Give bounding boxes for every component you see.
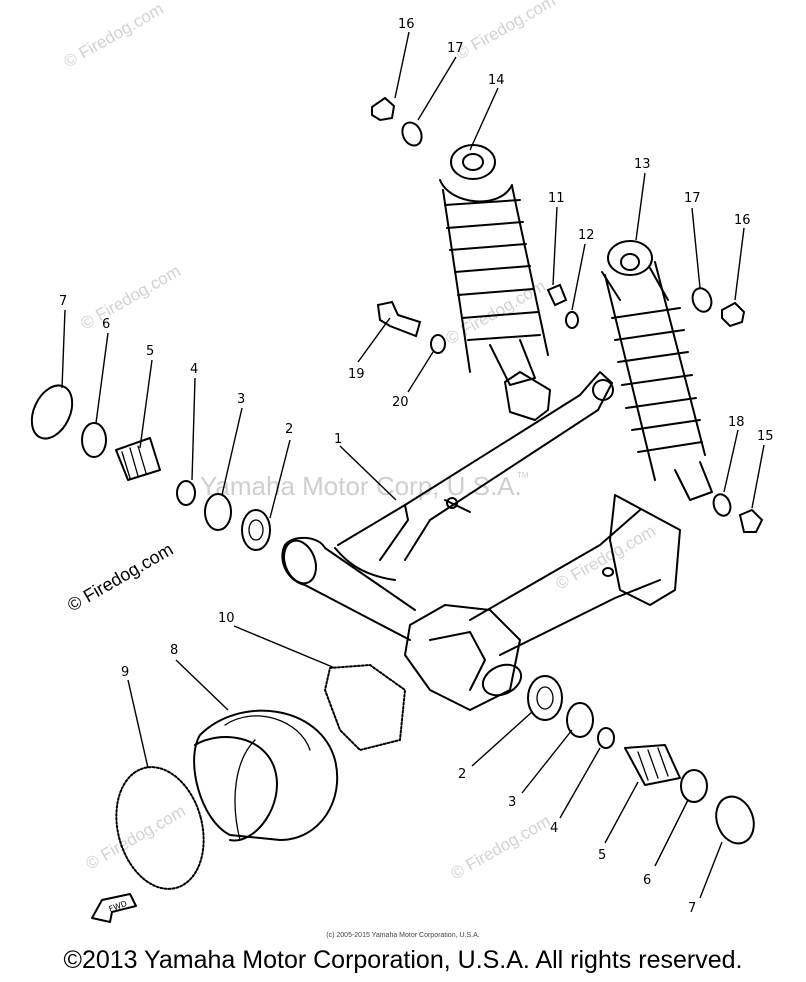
- shock-absorber-13: [601, 240, 713, 501]
- callouts: 1 2 3 4 5 6 7 8 9 10 11 12 13 14 15 16 1…: [59, 17, 774, 916]
- boot-and-seals: [115, 664, 406, 890]
- swing-arm: [281, 371, 681, 711]
- bolt-11: [546, 283, 568, 307]
- footer-copyright: ©2013 Yamaha Motor Corporation, U.S.A. A…: [63, 946, 743, 974]
- gasket-10: [324, 664, 406, 751]
- watermark-yamaha: Yamaha Motor Corp, U.S.A.: [200, 471, 522, 501]
- callout-19: 19: [348, 367, 365, 382]
- collar-4-right: [597, 727, 615, 749]
- washer-20: [430, 334, 446, 354]
- shaft-5-left: [115, 437, 161, 481]
- callout-20: 20: [392, 395, 409, 410]
- callout-6-right: 6: [643, 873, 651, 888]
- watermark-left-low: © Firedog.com: [83, 801, 189, 873]
- leader-lines: [61, 31, 765, 899]
- nut-16-left: [371, 96, 396, 122]
- callout-2-right: 2: [458, 767, 466, 782]
- cap-nut-15: [738, 508, 764, 533]
- watermark-right-low: © Firedog.com: [448, 811, 554, 883]
- callout-16-left: 16: [398, 17, 415, 32]
- callout-6-left: 6: [102, 317, 110, 332]
- shaft-5-right: [624, 744, 681, 786]
- callout-15: 15: [757, 429, 774, 444]
- seal-3-right: [566, 702, 594, 738]
- callout-2-left: 2: [285, 422, 293, 437]
- callout-10: 10: [218, 611, 235, 626]
- bearing-2-right: [527, 675, 563, 721]
- callout-7-right: 7: [688, 901, 696, 916]
- watermark-tm: TM: [517, 471, 529, 480]
- fwd-arrow: FWD: [91, 893, 137, 923]
- callout-4-right: 4: [550, 821, 558, 836]
- washer-18: [712, 493, 732, 517]
- callout-17-right: 17: [684, 191, 701, 206]
- shock-hardware: [371, 96, 764, 533]
- gasket-9: [115, 766, 205, 890]
- callout-8: 8: [170, 643, 178, 658]
- fwd-label: FWD: [108, 899, 129, 914]
- collar-4-left: [176, 480, 196, 506]
- nut-6-right: [680, 769, 708, 803]
- watermark-top-left: © Firedog.com: [61, 0, 167, 71]
- shock-absorber-14: [439, 144, 549, 386]
- watermark-left-mid: © Firedog.com: [78, 261, 184, 333]
- firedog-watermark-dark: © Firedog.com: [64, 539, 176, 615]
- washer-12: [565, 311, 579, 329]
- right-bearing-stack: [527, 675, 755, 845]
- callout-16-right: 16: [734, 213, 751, 228]
- left-bearing-stack: [30, 384, 271, 551]
- callout-4-left: 4: [190, 362, 198, 377]
- washer-17-left: [401, 121, 423, 147]
- nut-16-right: [721, 301, 746, 328]
- washer-17-right: [691, 287, 713, 313]
- callout-5-left: 5: [146, 344, 154, 359]
- callout-13: 13: [634, 157, 651, 172]
- boot-8: [193, 709, 339, 841]
- bolt-19: [376, 300, 422, 338]
- cap-7-left: [30, 384, 74, 440]
- callout-12: 12: [578, 228, 595, 243]
- footer-small-copyright: (c) 2005-2015 Yamaha Motor Corporation, …: [326, 932, 480, 939]
- callout-17-left: 17: [447, 41, 464, 56]
- callout-3-left: 3: [237, 392, 245, 407]
- seal-3-left: [204, 493, 232, 531]
- callout-5-right: 5: [598, 848, 606, 863]
- callout-7-left: 7: [59, 294, 67, 309]
- watermark-top-mid: © Firedog.com: [453, 0, 559, 63]
- callout-14: 14: [488, 73, 505, 88]
- callout-3-right: 3: [508, 795, 516, 810]
- callout-1: 1: [334, 432, 342, 447]
- nut-6-left: [81, 422, 107, 458]
- watermark-right-mid: © Firedog.com: [553, 521, 659, 593]
- callout-11: 11: [548, 191, 565, 206]
- callout-18: 18: [728, 415, 745, 430]
- bearing-2-left: [241, 509, 271, 551]
- callout-9: 9: [121, 665, 129, 680]
- cap-7-right: [715, 795, 755, 845]
